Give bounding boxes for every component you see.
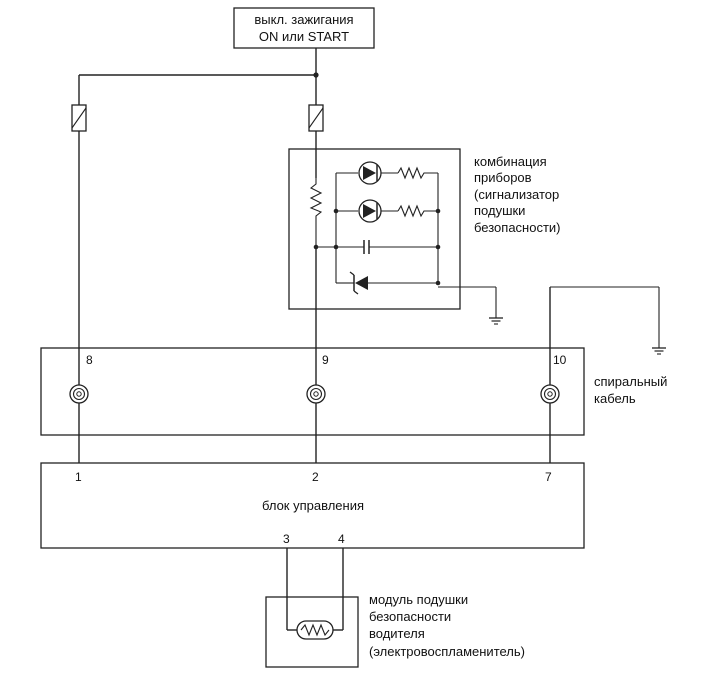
ignition-switch-line2: ON или START — [259, 29, 349, 44]
airbag-label-line1: модуль подушки — [369, 592, 468, 607]
fuse-middle — [308, 104, 324, 132]
ground-icon — [488, 317, 504, 325]
squib-icon — [296, 620, 334, 640]
led-icon — [358, 161, 382, 185]
airbag-label-line3: водителя — [369, 626, 425, 641]
fuse-left — [71, 104, 87, 132]
control-unit-pin-3: 3 — [283, 532, 290, 546]
capacitor-icon — [363, 240, 370, 254]
cluster-label-line2: приборов — [474, 170, 532, 185]
control-unit-pin-1: 1 — [75, 470, 82, 484]
resistor-icon — [397, 166, 438, 180]
cluster-label-line4: подушки — [474, 203, 525, 218]
control-unit-pin-4: 4 — [338, 532, 345, 546]
airbag-module-label: модуль подушки безопасности водителя (эл… — [369, 592, 525, 659]
coil-icon — [69, 384, 89, 404]
clock-spring-pin-10: 10 — [553, 353, 567, 367]
clock-spring-pin-9: 9 — [322, 353, 329, 367]
coil-icon — [306, 384, 326, 404]
cluster-label-line5: безопасности) — [474, 220, 561, 235]
control-unit-label: блок управления — [262, 498, 364, 513]
control-unit: 1 2 7 блок управления 3 4 — [40, 462, 585, 549]
clock-spring-label: спиральный кабель — [594, 374, 667, 406]
airbag-label-line2: безопасности — [369, 609, 451, 624]
led-icon — [358, 199, 382, 223]
power-wires — [78, 48, 319, 105]
clock-spring-label-line2: кабель — [594, 391, 636, 406]
resistor-icon — [397, 204, 438, 218]
cluster-label-line1: комбинация — [474, 154, 547, 169]
ignition-switch: выкл. зажигания ON или START — [233, 7, 375, 49]
control-unit-pin-7: 7 — [545, 470, 552, 484]
clock-spring: 8 9 10 — [40, 347, 585, 436]
instrument-cluster — [288, 148, 496, 348]
clock-spring-pin-8: 8 — [86, 353, 93, 367]
clock-spring-label-line1: спиральный — [594, 374, 667, 389]
airbag-module — [265, 596, 359, 668]
control-unit-pin-2: 2 — [312, 470, 319, 484]
ignition-switch-line1: выкл. зажигания — [254, 12, 353, 27]
airbag-label-line4: (электровоспламенитель) — [369, 644, 525, 659]
cluster-label-line3: (сигнализатор — [474, 187, 559, 202]
resistor-icon — [309, 178, 323, 247]
ground-icon — [651, 347, 667, 355]
instrument-cluster-label: комбинация приборов (сигнализатор подушк… — [474, 154, 561, 235]
coil-icon — [540, 384, 560, 404]
